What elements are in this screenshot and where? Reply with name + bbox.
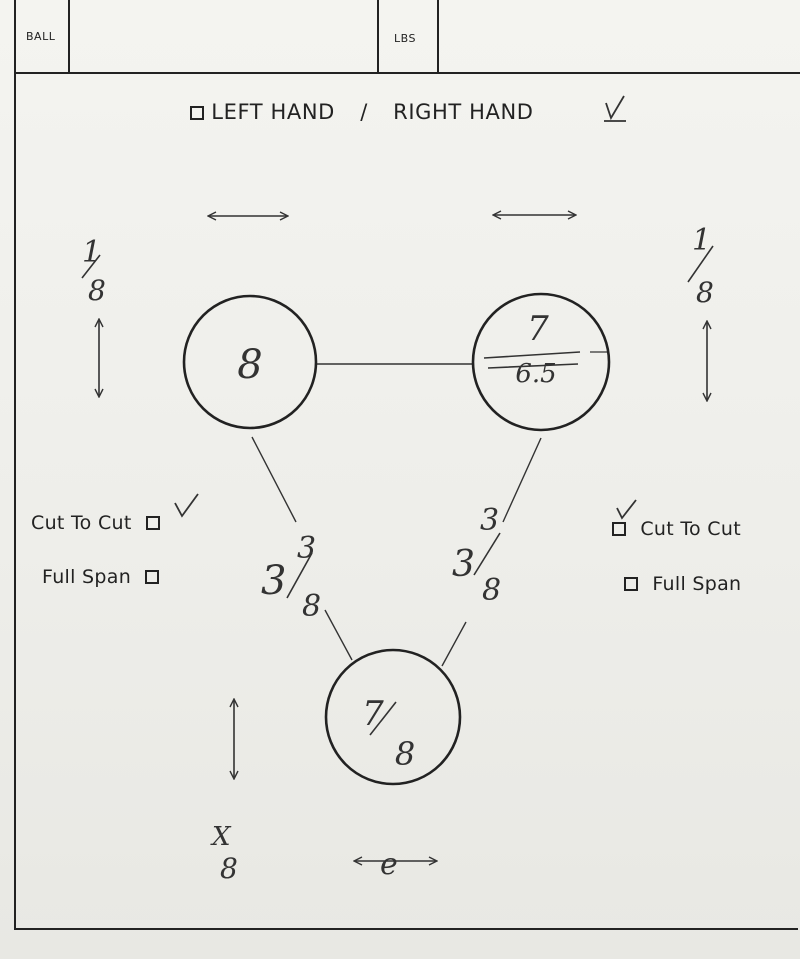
left-cut-to-cut-checkbox[interactable] [145,516,160,530]
left-cut-to-cut-check-mark [174,493,199,518]
lbs-label: LBS [394,32,416,45]
left-span-line-upper [251,436,297,523]
right-span-whole: 3 [452,544,475,585]
left-hand-checkbox[interactable] [190,106,204,120]
left-span-numerator: 3 [297,531,316,566]
thumb-pitch-denominator: 8 [220,852,238,885]
right-span-denominator: 8 [482,573,501,608]
left-cut-to-cut-option[interactable]: Cut To Cut [31,512,160,534]
right-span-line-upper [502,437,542,523]
right-cut-to-cut-checkbox[interactable] [612,522,626,536]
ball-label: BALL [26,30,56,43]
right-finger-size: 7 [527,309,549,349]
ball-label-cell: BALL [16,0,70,72]
right-full-span-option[interactable]: Full Span [624,573,741,595]
right-finger-struck-size: 6.5 [515,359,556,389]
hand-selector: LEFT HAND / RIGHT HAND [190,100,534,124]
left-cut-to-cut-label: Cut To Cut [31,512,132,534]
left-span-denominator: 8 [302,589,321,624]
right-pitch-slash [687,245,714,283]
left-full-span-label: Full Span [42,566,132,588]
layout-frame [14,72,798,930]
right-full-span-label: Full Span [652,573,742,595]
left-full-span-checkbox[interactable] [145,570,160,584]
right-pitch-numerator: 1 [692,223,711,258]
left-full-span-option[interactable]: Full Span [42,566,160,588]
right-hand-check-mark [604,95,626,122]
right-span-line-lower [441,621,467,667]
thumb-size-slash [369,701,397,736]
right-span-numerator: 3 [480,503,499,538]
right-pitch-denominator: 8 [696,276,714,309]
left-hand-label: LEFT HAND [211,100,335,124]
left-finger-hole [182,294,318,430]
right-finger-hole [471,292,611,432]
hand-separator: / [360,100,368,124]
left-span-line-lower [324,609,353,661]
thumb-size-bottom: 8 [395,735,415,773]
lbs-label-cell: LBS [379,0,439,72]
left-finger-size: 8 [237,342,262,388]
right-cut-to-cut-label: Cut To Cut [640,518,741,540]
left-pitch-denominator: 8 [88,274,106,307]
ball-value-field[interactable] [70,0,379,72]
right-cut-to-cut-option[interactable]: Cut To Cut [612,518,741,540]
left-pitch-slash [81,254,101,279]
thumb-size-top: 7 [362,694,384,734]
thumb-hole [324,648,462,786]
left-span-slash [286,552,313,599]
left-pitch-numerator: 1 [82,235,101,270]
thumb-lateral-value: e [380,847,398,882]
right-full-span-checkbox[interactable] [624,577,638,591]
strike-through-marks [483,351,581,369]
right-hand-label: RIGHT HAND [393,100,534,124]
left-span-whole: 3 [261,558,286,604]
thumb-pitch-numerator: X [210,822,232,852]
right-span-slash [473,532,501,576]
right-cut-to-cut-check-mark [616,499,637,520]
